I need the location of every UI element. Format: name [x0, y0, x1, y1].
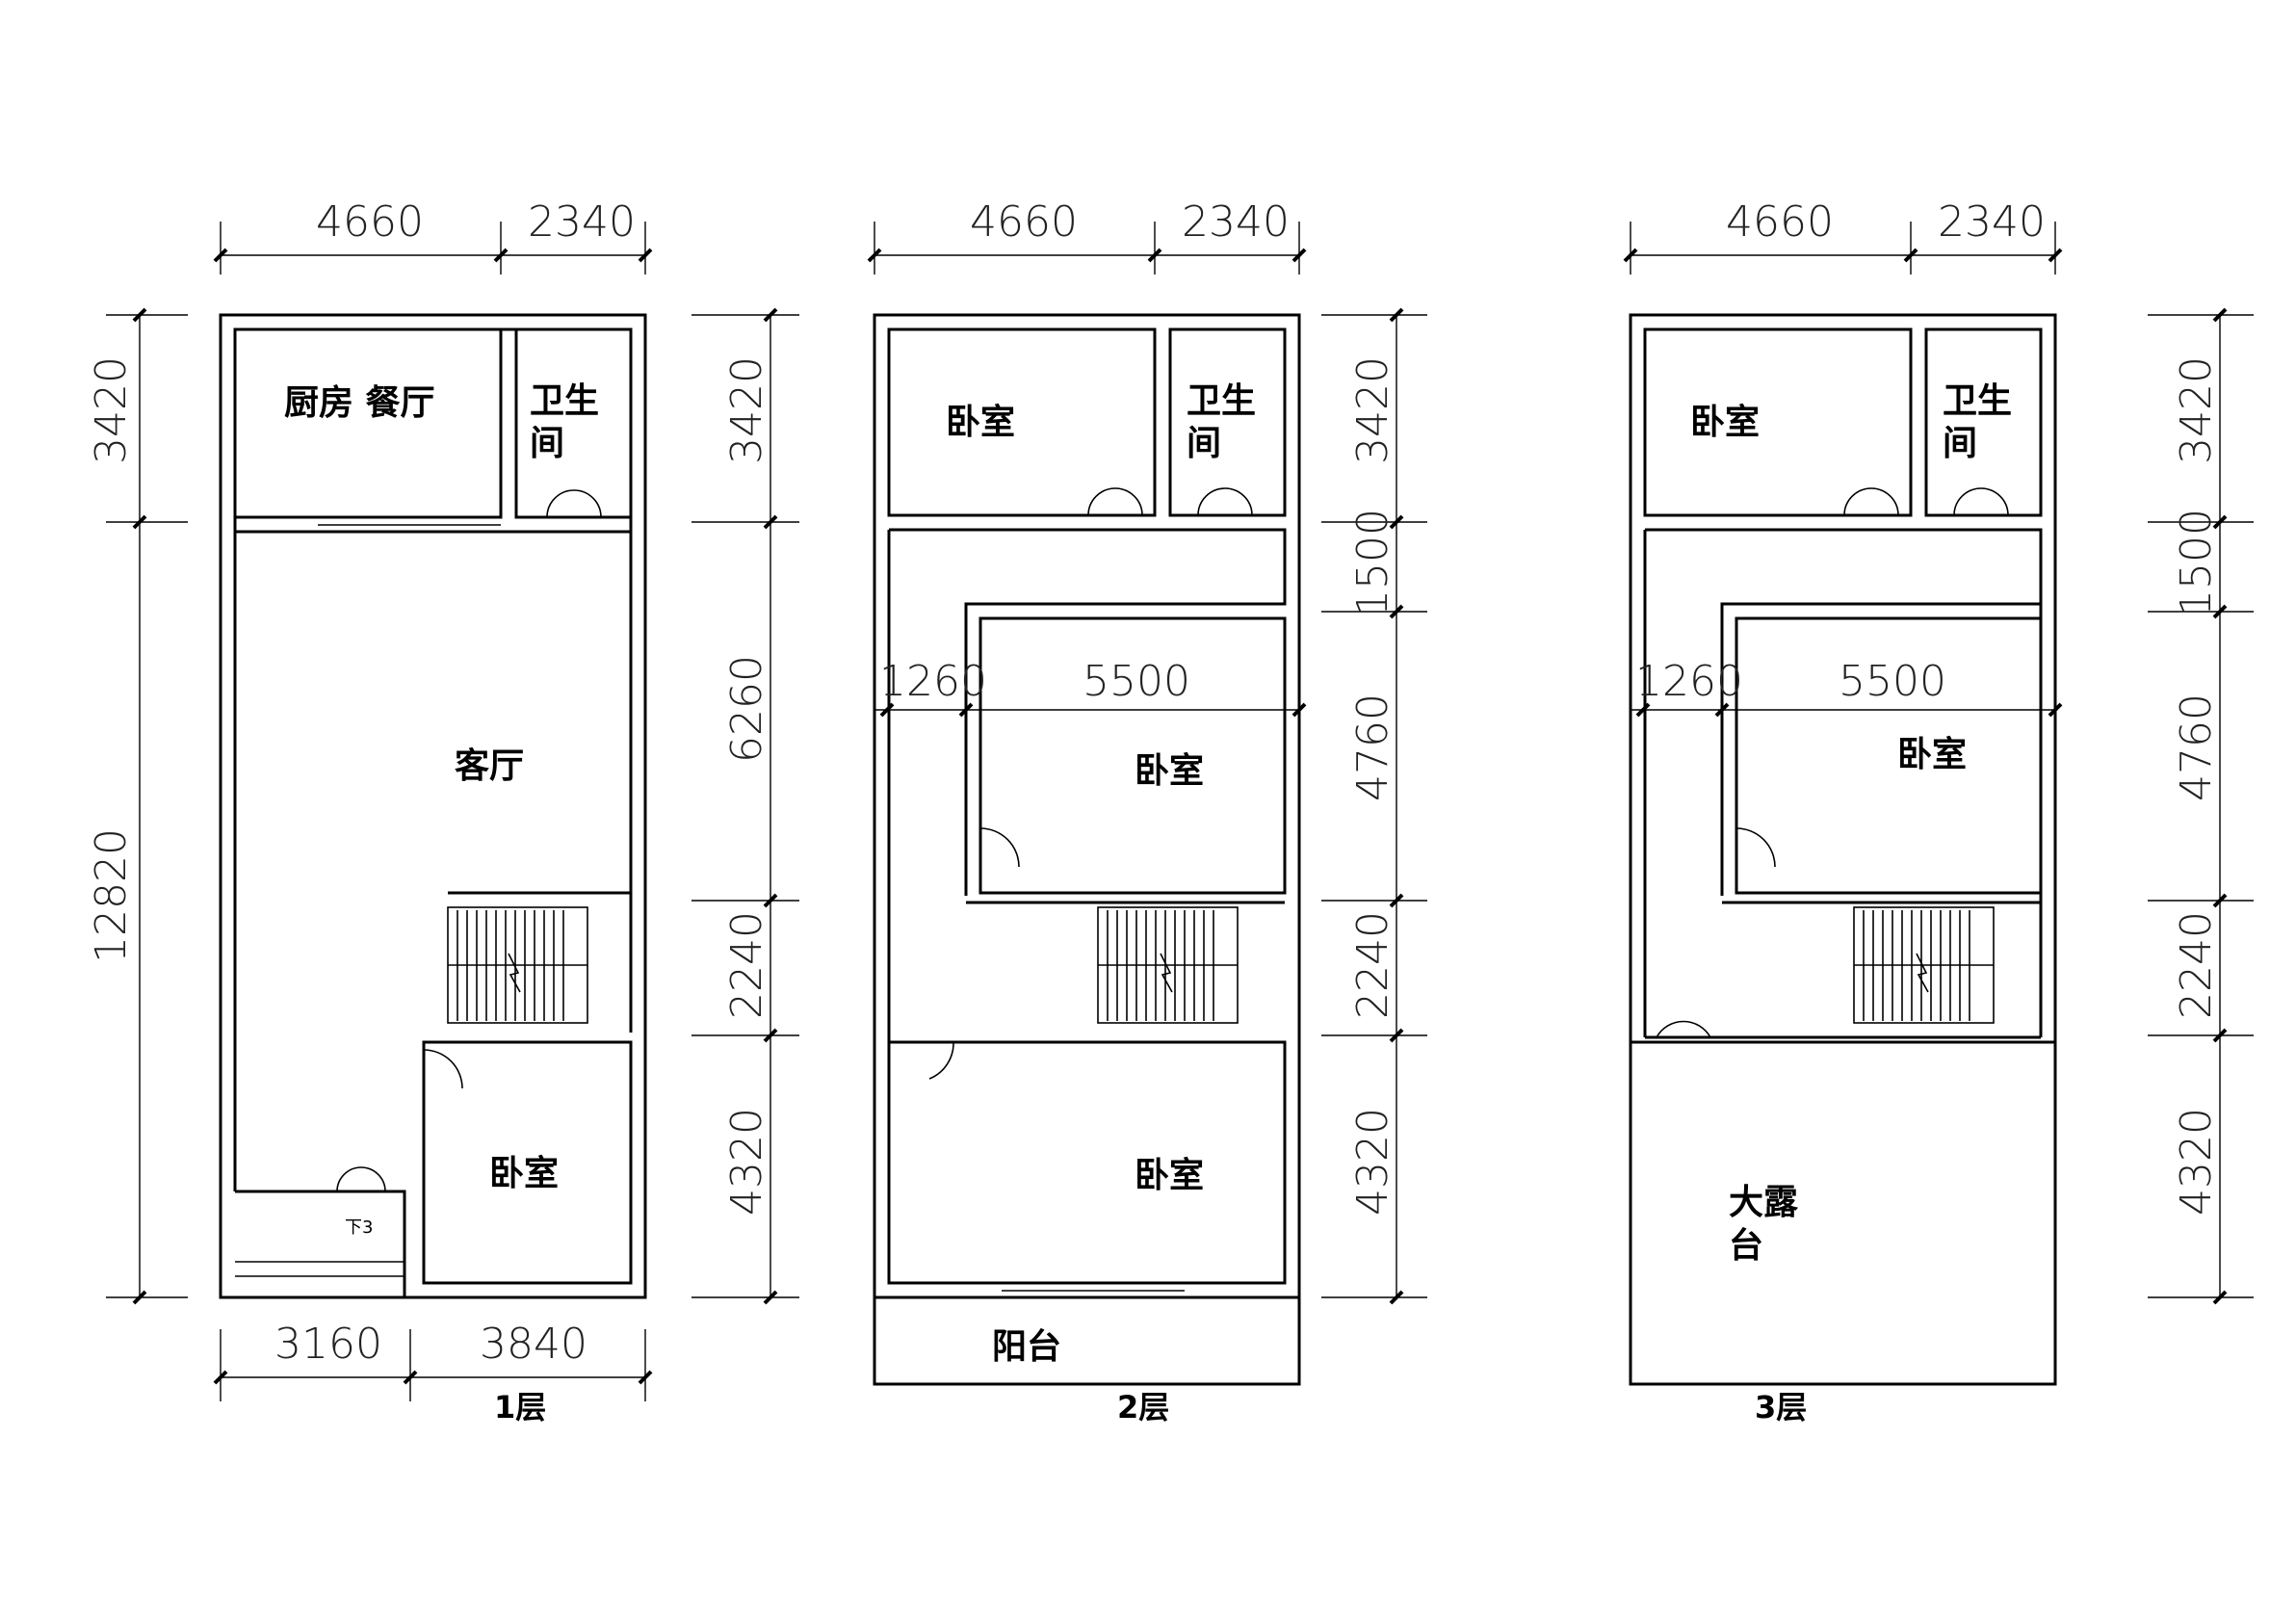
room-label-bedroom-c: 卧室	[1135, 1156, 1204, 1195]
stair-down-label: 下3	[345, 1217, 373, 1238]
stair-wall	[448, 891, 633, 1033]
door-swing	[1735, 827, 1776, 868]
dim-right-4: 2240	[1348, 911, 1397, 1019]
door-swing	[423, 1049, 463, 1089]
right-dimension-line: 3420 1500 4760 2240 4320	[2148, 307, 2254, 1305]
dim-left-2: 12820	[87, 828, 136, 963]
room-label-bath: 卫生	[1943, 381, 2012, 421]
outer-wall	[873, 313, 1301, 1299]
room-label-terrace: 大露	[1729, 1183, 1799, 1222]
left-dimension-line: 3420 12820	[87, 307, 188, 1305]
dim-right-4: 4320	[722, 1108, 771, 1216]
room-label-bath-2: 间	[530, 424, 564, 463]
floor-label: 2层	[1117, 1389, 1169, 1426]
balcony-wall	[873, 1295, 1301, 1386]
room-label-bedroom-b: 卧室	[1135, 751, 1204, 791]
dim-top-2: 2340	[1182, 197, 1290, 247]
stair-treads	[1098, 910, 1238, 1021]
right-dimension-line: 3420 1500 4760 2240 4320	[1321, 307, 1427, 1305]
dim-right-1: 3420	[2172, 356, 2221, 464]
dim-right-1: 3420	[1348, 356, 1397, 464]
inner-dimension-line: 1260 5500	[874, 657, 1307, 718]
plan-floor-2: 卧室 卫生 间 卧室 卧室 阳台 2层 4660 2340 1260 5500	[867, 197, 1427, 1426]
bedroom-c-wall	[887, 1040, 1287, 1285]
stair-treads	[448, 910, 587, 1021]
dim-right-4: 2240	[2172, 911, 2221, 1019]
room-label-bedroom: 卧室	[489, 1154, 559, 1193]
dim-right-2: 1500	[1348, 509, 1397, 616]
inner-dimension-line: 1260 5500	[1631, 657, 2063, 718]
door-swing	[546, 489, 602, 518]
dim-top-1: 4660	[316, 197, 424, 247]
room-label-balcony: 阳台	[992, 1327, 1061, 1367]
bath-wall	[514, 327, 633, 519]
dim-right-2: 1500	[2172, 509, 2221, 616]
dim-right-5: 4320	[1348, 1108, 1397, 1216]
dim-top-1: 4660	[970, 197, 1078, 247]
plan-floor-3: 卧室 卫生 间 卧室 大露 台 3层 4660 2340 1260 5500	[1623, 197, 2254, 1426]
room-label-bedroom-b: 卧室	[1897, 735, 1967, 774]
floor-label: 1层	[494, 1389, 546, 1426]
dim-top-1: 4660	[1726, 197, 1834, 247]
dim-right-3: 4760	[2172, 693, 2221, 801]
outer-wall	[219, 313, 647, 1299]
dim-bottom-2: 3840	[480, 1320, 587, 1369]
bottom-dimension-line: 3160 3840	[213, 1320, 653, 1401]
room-label-bath: 卫生	[530, 381, 599, 421]
door-swing	[1656, 1020, 1711, 1038]
door-swing	[1953, 487, 2009, 516]
room-label-bath-2: 间	[1187, 424, 1221, 463]
hall-wall	[889, 528, 1287, 896]
dim-right-3: 4760	[1348, 693, 1397, 801]
dim-inner-1: 1260	[1635, 657, 1743, 706]
door-swing	[928, 1041, 954, 1080]
room-label-bath-2: 间	[1943, 424, 1977, 463]
dim-right-3: 2240	[722, 911, 771, 1019]
plan-floor-1: 厨房 餐厅 卫生 间 客厅 卧室 下3 4660 2340 3160	[87, 197, 799, 1426]
right-dimension-line: 3420 6260 2240 4320	[691, 307, 799, 1305]
door-swing	[979, 827, 1020, 868]
dim-inner-1: 1260	[879, 657, 987, 706]
outer-wall	[1629, 313, 2057, 1386]
dim-inner-2: 5500	[1083, 657, 1190, 706]
door-swing	[1843, 487, 1899, 516]
bath-wall	[1168, 327, 1287, 517]
dim-top-2: 2340	[528, 197, 636, 247]
room-label-kitchen-dining: 厨房 餐厅	[284, 383, 435, 423]
dim-right-5: 4320	[2172, 1108, 2221, 1216]
bedroom-b-wall	[978, 616, 1287, 895]
room-label-living: 客厅	[455, 746, 524, 786]
room-label-terrace-2: 台	[1729, 1226, 1763, 1266]
top-dimension-line: 4660 2340	[213, 197, 653, 275]
room-label-bath: 卫生	[1187, 381, 1256, 421]
bedroom-a-wall	[887, 327, 1157, 517]
kitchen-wall	[233, 327, 503, 519]
bedroom-wall	[422, 1040, 633, 1285]
door-swing	[1087, 487, 1143, 516]
top-dimension-line: 4660 2340	[867, 197, 1307, 275]
hall-wall	[1645, 528, 2043, 896]
dim-top-2: 2340	[1938, 197, 2046, 247]
dim-inner-2: 5500	[1839, 657, 1946, 706]
door-swing	[336, 1166, 386, 1192]
dim-right-1: 3420	[722, 356, 771, 464]
top-dimension-line: 4660 2340	[1623, 197, 2063, 275]
bedroom-a-wall	[1643, 327, 1913, 517]
room-label-bedroom-a: 卧室	[946, 403, 1015, 442]
door-swing	[1197, 487, 1253, 516]
room-label-bedroom-a: 卧室	[1690, 403, 1760, 442]
stair-treads	[1854, 910, 1994, 1021]
entry-wall	[235, 1190, 406, 1297]
dim-right-2: 6260	[722, 655, 771, 763]
floor-label: 3层	[1755, 1389, 1807, 1426]
bath-wall	[1924, 327, 2043, 517]
dim-left-1: 3420	[87, 356, 136, 464]
dim-bottom-1: 3160	[274, 1320, 382, 1369]
